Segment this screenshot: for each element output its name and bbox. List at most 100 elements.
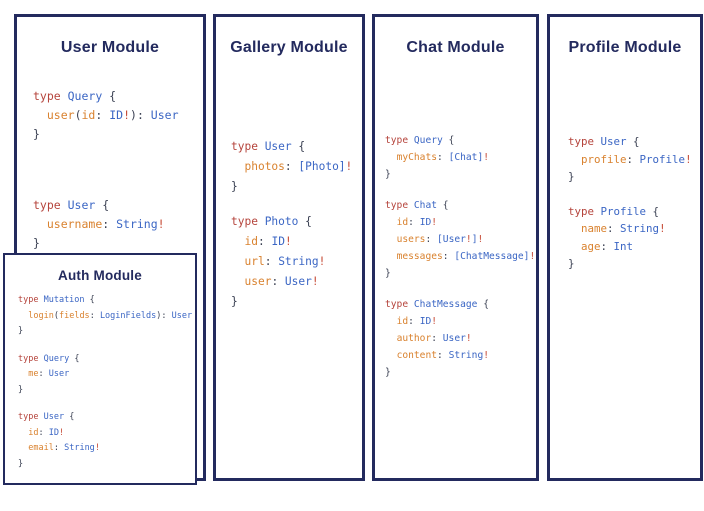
code-token: User	[442, 333, 466, 344]
code-token: Photo	[264, 215, 306, 228]
code-token	[18, 311, 28, 321]
code-token: String	[64, 443, 95, 453]
code-token: !	[59, 427, 65, 438]
code-token: type	[33, 89, 68, 103]
code-token: id	[396, 217, 409, 228]
code-line: author: User!	[385, 330, 536, 347]
code-token: ]	[471, 234, 478, 245]
code-token: myChats	[396, 152, 437, 163]
code-token: ChatMessage	[413, 299, 484, 310]
code-token: type	[385, 135, 414, 146]
code-token: ID	[48, 427, 59, 438]
code-token: !	[483, 350, 489, 361]
code-token: Chat	[413, 200, 443, 211]
code-token: :	[408, 217, 420, 228]
code-block: type Query { myChats: [Chat]!}	[385, 132, 536, 183]
code-line: type Query {	[33, 87, 203, 106]
code-token: (	[74, 108, 82, 122]
code-line: type Photo {	[231, 212, 362, 232]
code-token: :	[95, 108, 110, 122]
code-token: User	[171, 310, 193, 321]
code-line: profile: Profile!	[568, 151, 700, 169]
code-token: !	[123, 108, 131, 122]
code-token	[385, 234, 397, 245]
code-token: [ChatMessage]	[454, 251, 530, 262]
code-token: :	[38, 369, 49, 379]
code-token: User	[150, 108, 179, 122]
code-token: String	[116, 217, 158, 231]
code-token: !	[659, 222, 666, 235]
code-token: !	[431, 316, 438, 327]
code-line: type User {	[18, 410, 195, 426]
code-line: username: String!	[33, 215, 203, 234]
code-token	[385, 217, 397, 228]
code-token: me	[28, 369, 39, 379]
code-token: login	[28, 310, 54, 321]
code-token: LoginFields	[99, 310, 157, 321]
code-line: type Chat {	[385, 197, 536, 214]
code-token: User	[48, 369, 70, 379]
code-line: }	[385, 166, 536, 183]
code-token: url	[244, 255, 265, 268]
code-token: User	[67, 198, 103, 212]
code-token: !	[345, 160, 353, 173]
code-line: login(fields: LoginFields): User	[18, 309, 195, 325]
code-block: type ChatMessage { id: ID! author: User!…	[385, 296, 536, 381]
code-line: type User {	[568, 133, 700, 151]
code-block: type Photo { id: ID! url: String! user: …	[231, 212, 362, 312]
code-token: ID	[271, 235, 285, 248]
code-token: }	[33, 236, 40, 250]
code-line: url: String!	[231, 252, 362, 272]
code-token: id	[81, 108, 96, 122]
code-line: me: User	[18, 367, 195, 383]
code-token: ID	[109, 108, 124, 122]
code-token: ID	[419, 217, 432, 228]
code-token: user	[244, 275, 272, 288]
code-line: messages: [ChatMessage]!	[385, 248, 536, 265]
code-token	[385, 333, 397, 344]
code-token	[568, 153, 581, 166]
panel-title: Auth Module	[58, 268, 142, 283]
code-line: id: ID!	[18, 426, 195, 442]
code-line: }	[18, 383, 195, 399]
code-token: type	[231, 140, 265, 153]
code-token	[18, 443, 28, 453]
code-block: type Query { me: User}	[18, 352, 195, 399]
code-block: type User { id: ID! email: String!}	[18, 410, 195, 472]
code-token: }	[231, 180, 238, 193]
code-area: type Mutation { login(fields: LoginField…	[18, 293, 195, 472]
code-token: !	[311, 275, 319, 288]
code-token: id	[244, 235, 258, 248]
code-token: ):	[156, 310, 172, 321]
code-line: photos: [Photo]!	[231, 157, 362, 177]
code-token: :	[408, 316, 420, 327]
code-token: }	[568, 170, 575, 183]
code-block: type User { username: String!}	[33, 196, 203, 253]
panel-title: Gallery Module	[230, 39, 348, 56]
panel-auth-module: Auth Module type Mutation { login(fields…	[3, 253, 197, 485]
code-block: type User { profile: Profile!}	[568, 133, 700, 186]
code-token	[18, 369, 28, 379]
code-token: }	[18, 384, 24, 395]
code-token: !	[318, 255, 326, 268]
code-token: !	[685, 152, 692, 166]
code-token: user	[46, 108, 75, 122]
code-line: }	[568, 255, 700, 273]
code-token: !	[483, 152, 489, 163]
code-token: type	[18, 353, 44, 364]
code-line: type Query {	[18, 352, 195, 368]
code-token: :	[53, 443, 65, 453]
code-token: User	[600, 135, 634, 148]
code-token: :	[626, 152, 640, 166]
code-token: Mutation	[43, 295, 90, 305]
code-token: Query	[43, 353, 75, 364]
code-token: username	[46, 217, 103, 231]
code-token: {	[305, 215, 312, 228]
code-line: users: [User!]!	[385, 231, 536, 248]
code-token: }	[33, 127, 40, 141]
code-token: !	[465, 234, 472, 245]
code-line: }	[385, 265, 536, 282]
code-token: !	[431, 217, 438, 228]
code-token: }	[18, 326, 24, 336]
code-token: :	[271, 275, 285, 288]
